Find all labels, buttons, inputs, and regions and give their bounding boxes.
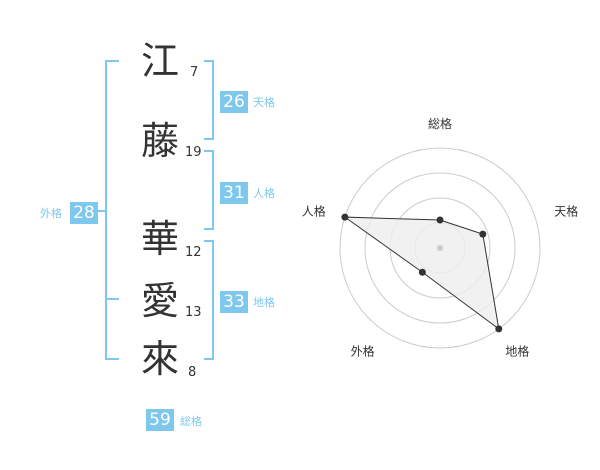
axis-label-chikaku: 地格 [505,343,529,358]
tenkaku-label: 天格 [253,96,275,109]
jinkaku-value: 31 [220,182,248,204]
name-char-3: 華 [141,217,180,261]
chikaku-label: 地格 [253,296,275,309]
radar-point [341,213,349,221]
jinkaku-label: 人格 [253,187,275,200]
radar-chart: 総格 天格 地格 外格 人格 [302,116,578,358]
axis-label-jinkaku: 人格 [302,204,326,219]
radar-point [418,268,426,276]
stroke-count-2: 19 [185,145,202,160]
stroke-count-3: 12 [185,245,202,260]
gaikaku-label: 外格 [40,207,62,220]
radar-points [341,213,503,333]
radar-point [495,325,503,333]
name-char-4: 愛 [141,279,180,323]
radar-ring [364,172,516,324]
stroke-count-1: 7 [190,65,199,80]
soukaku-label: 総格 [180,415,202,428]
stroke-count-5: 8 [188,365,197,380]
axis-label-tenkaku: 天格 [554,204,578,219]
axis-label-soukaku: 総格 [428,116,452,131]
chikaku-value: 33 [220,291,248,313]
radar-shape [343,216,500,331]
soukaku-value: 59 [146,409,174,431]
name-char-2: 藤 [141,119,180,163]
radar-point [436,216,444,224]
stroke-count-4: 13 [185,305,202,320]
radar-ring [339,147,541,349]
radar-point [479,230,487,238]
radar-center [437,245,443,251]
gaikaku-value: 28 [70,202,98,224]
axis-label-gaikaku: 外格 [351,343,375,358]
name-char-5: 來 [141,337,180,381]
name-char-1: 江 [141,39,180,83]
tenkaku-value: 26 [220,91,248,113]
